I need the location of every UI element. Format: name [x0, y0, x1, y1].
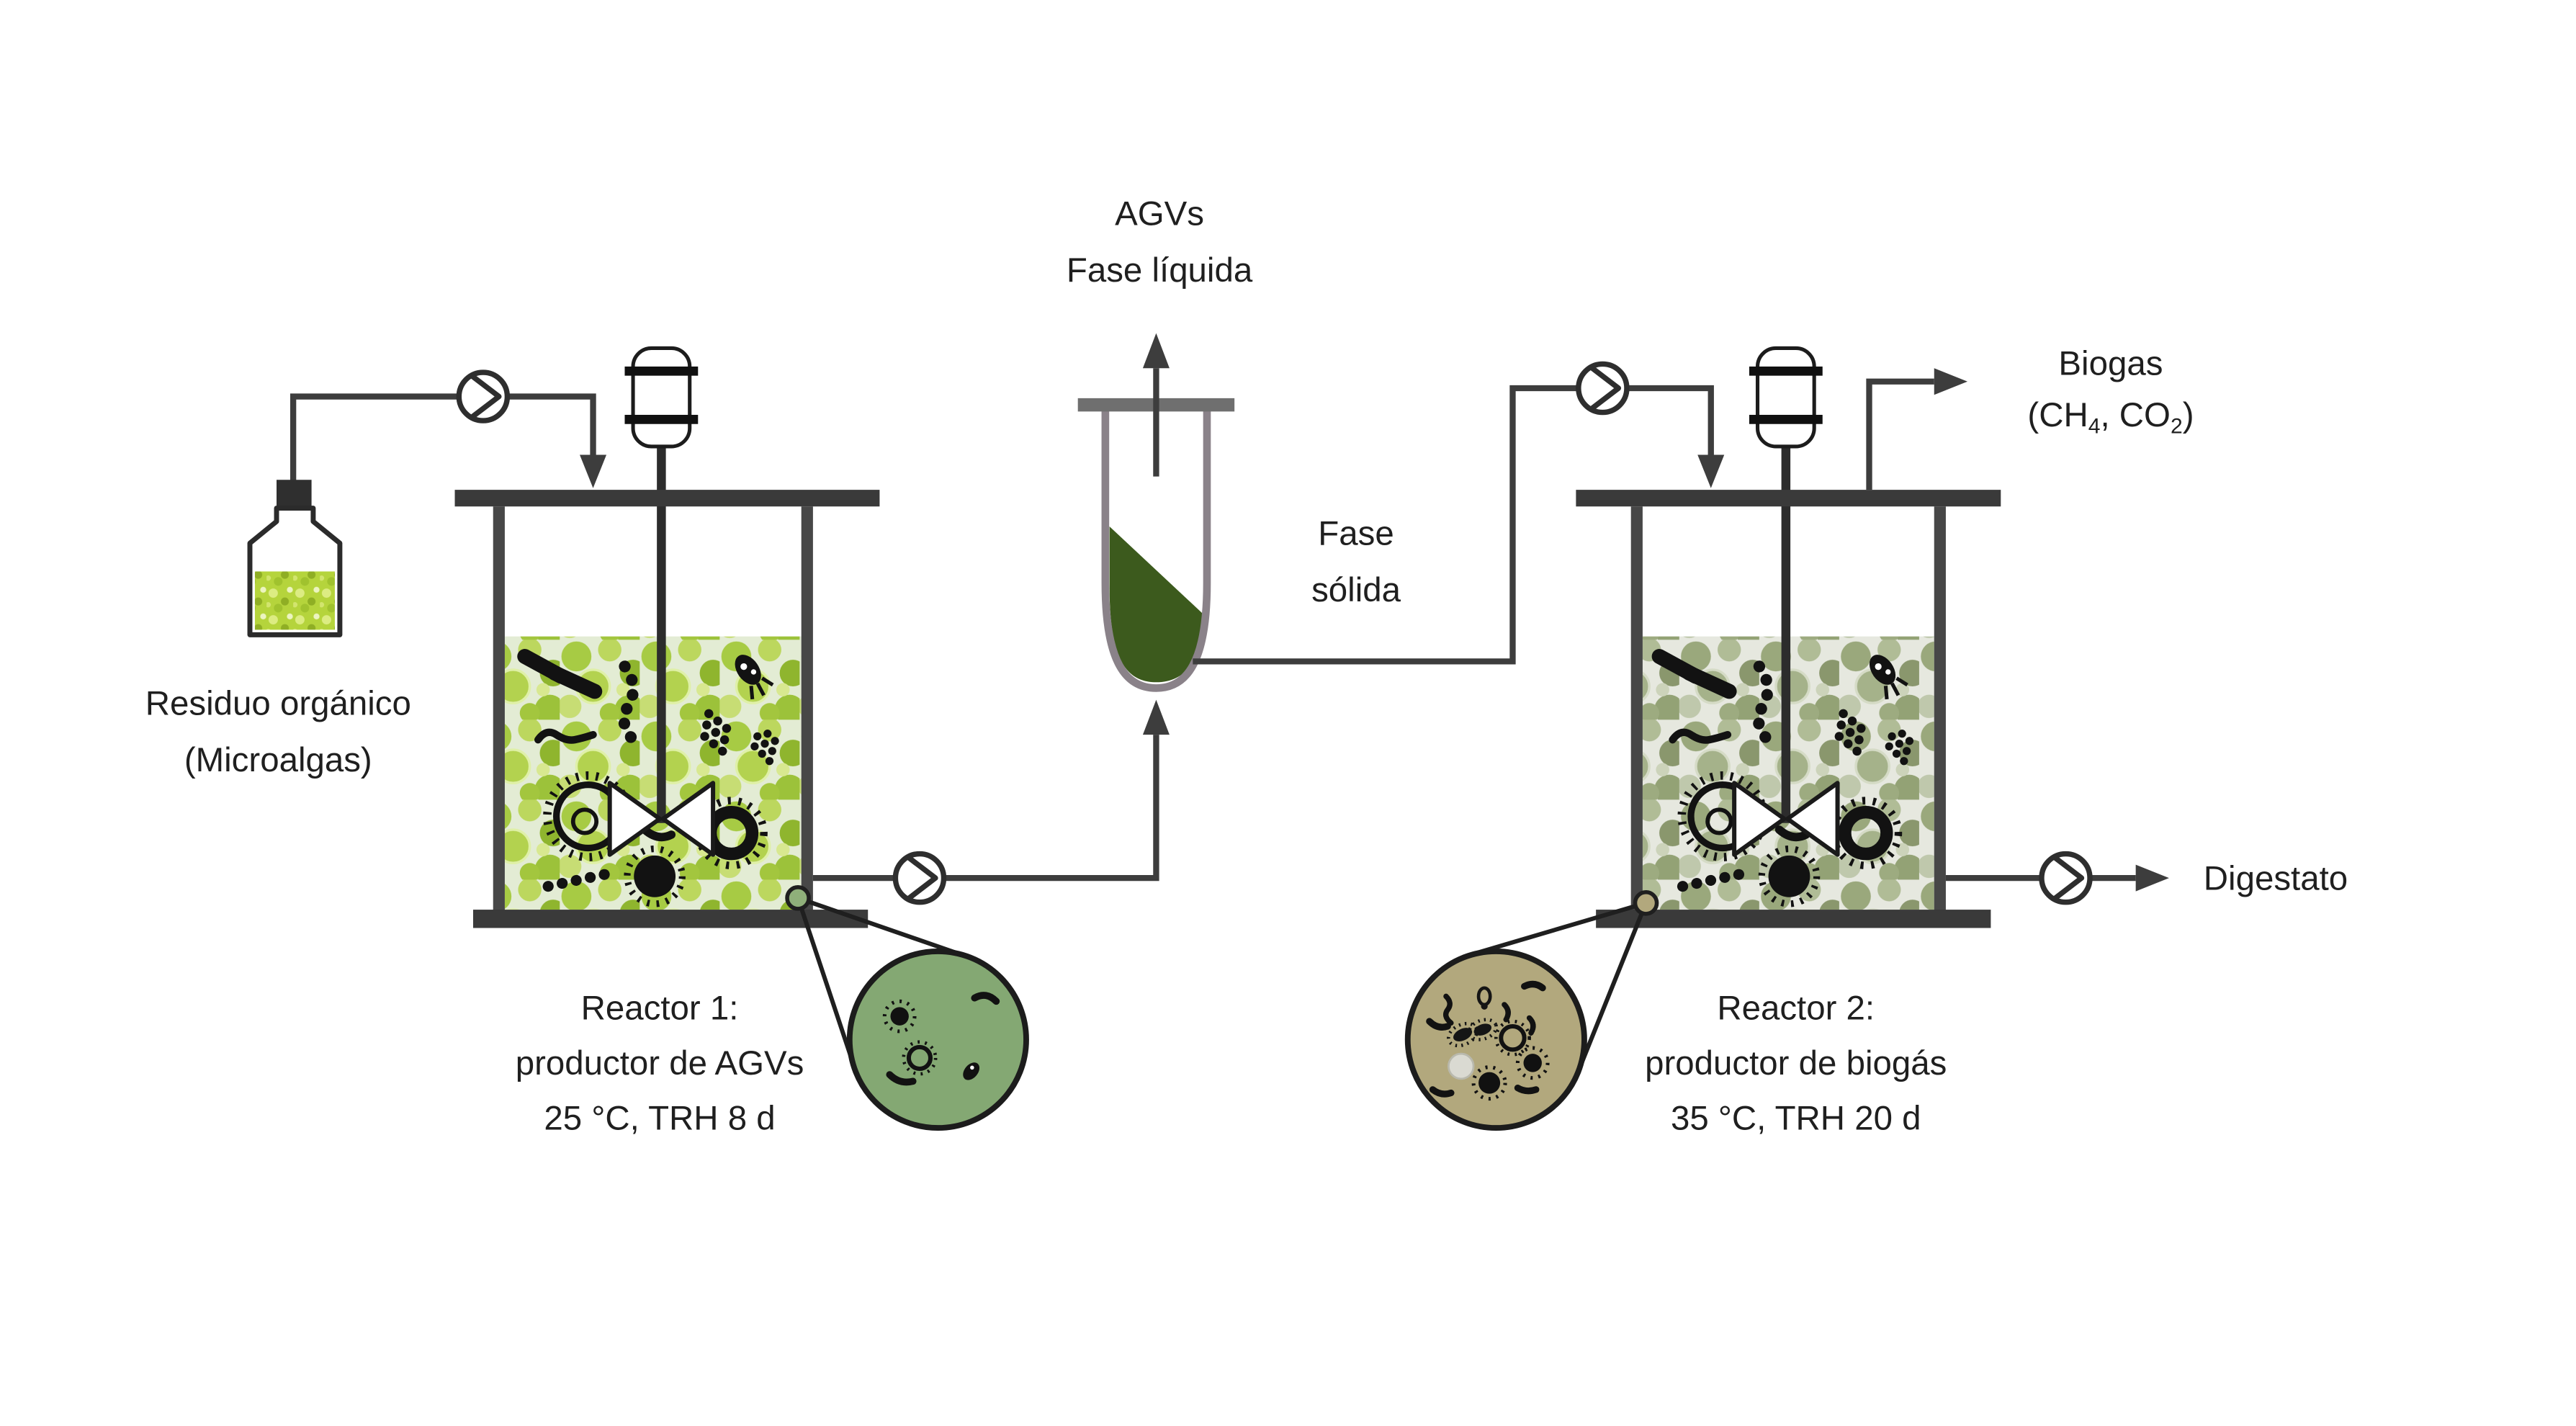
liquid-phase-arrow-icon	[1142, 333, 1170, 369]
reactor1-vessel	[454, 346, 880, 928]
reactor1-outlet-pipe	[812, 699, 1170, 882]
microbe-icons	[1426, 980, 1550, 1101]
impeller-icon	[1732, 781, 1840, 857]
biogas-pipe	[1866, 368, 1968, 490]
pump-icon	[459, 372, 507, 421]
sample-point-marker	[1633, 889, 1659, 916]
flow-arrow-up-icon	[1142, 699, 1170, 735]
agvs-label: AGVs	[1115, 194, 1204, 233]
flow-arrow-right-icon	[1934, 368, 1968, 395]
biogas-label: Biogas (CH4, CO2)	[2027, 338, 2194, 452]
impeller-icon	[607, 781, 716, 857]
separator-tube	[1077, 333, 1235, 692]
reactor2-lid	[1576, 490, 2001, 507]
feed-bottle	[247, 480, 343, 637]
separator-outlet-pipe	[1193, 385, 1725, 665]
agvs-liquid-phase-label: AGVs Fase líquida	[1067, 187, 1252, 300]
digestate-label: Digestato	[2203, 859, 2348, 898]
sample-point-marker	[785, 885, 811, 911]
liquid-phase-label: Fase líquida	[1066, 251, 1253, 290]
stirrer-shaft	[657, 443, 666, 823]
digestate-pipe	[1945, 864, 2169, 892]
flow-arrow-down-icon	[1697, 454, 1725, 488]
flow-arrow-right-icon	[2135, 864, 2169, 892]
bottle-content	[254, 571, 335, 630]
biogas-title: Biogas	[2058, 344, 2163, 384]
magnifier-inset-1	[785, 885, 1029, 1131]
separator-solid-phase	[1109, 526, 1204, 683]
pump-icon	[1579, 364, 1627, 412]
stirrer-motor-icon	[624, 346, 699, 449]
reactor2-vessel	[1576, 346, 2001, 928]
reactor1-lid	[454, 490, 880, 507]
feed-pipe	[290, 393, 607, 488]
flow-arrow-down-icon	[580, 454, 607, 488]
magnifier-inset-2	[1404, 889, 1659, 1131]
stirrer-motor-icon	[1749, 346, 1823, 449]
magnifier2-circle	[1404, 948, 1587, 1131]
microbe-icons	[882, 992, 1000, 1086]
reactor2-base	[1596, 910, 1991, 928]
biogas-formula: (CH4, CO2)	[2027, 396, 2194, 439]
reactor2-label: Reactor 2: productor de biogás 35 °C, TR…	[1645, 990, 1947, 1138]
feed-label: Residuo orgánico (Microalgas)	[145, 684, 411, 780]
reactor1-label: Reactor 1: productor de AGVs 25 °C, TRH …	[515, 990, 804, 1138]
pump-icon	[2042, 854, 2090, 902]
magnifier1-circle	[846, 948, 1029, 1131]
stirrer-shaft	[1781, 443, 1791, 823]
pump-icon	[895, 854, 943, 902]
bottle-cap	[277, 480, 312, 510]
solid-phase-label: Fase sólida	[1311, 514, 1401, 610]
